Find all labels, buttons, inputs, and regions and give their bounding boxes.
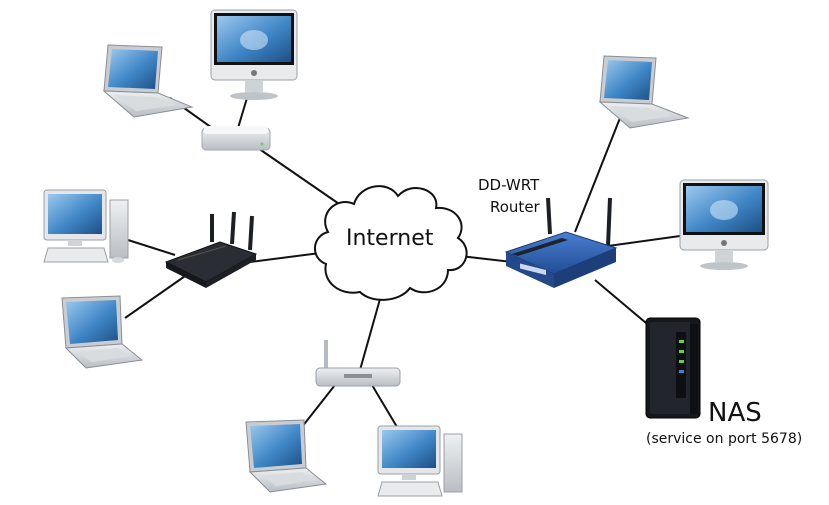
link-linksys-nas bbox=[594, 279, 653, 329]
link-internet-linksys bbox=[459, 255, 513, 263]
nas-service-label: (service on port 5678) bbox=[646, 431, 803, 447]
link-ap-desktop bbox=[371, 384, 401, 433]
desktop-pc-icon bbox=[377, 425, 463, 497]
link-internet-ap bbox=[359, 291, 383, 371]
nas-icon bbox=[645, 317, 701, 419]
imac-icon bbox=[210, 9, 298, 100]
airport-base-station-icon bbox=[201, 126, 271, 151]
link-laptop-router bbox=[124, 273, 189, 319]
connection-lines bbox=[124, 97, 681, 433]
linksys-router-icon bbox=[504, 197, 618, 288]
laptop-icon bbox=[598, 55, 690, 129]
wireless-router-icon bbox=[164, 211, 258, 288]
link-linksys-imac bbox=[607, 235, 681, 247]
ddwrt-label: DD-WRT bbox=[478, 176, 540, 194]
link-desktop-router bbox=[127, 239, 176, 256]
imac-icon bbox=[679, 179, 769, 270]
link-linksys-laptop bbox=[574, 117, 621, 233]
cloud-icon bbox=[314, 185, 468, 301]
laptop-icon bbox=[61, 295, 144, 369]
laptop-icon bbox=[245, 419, 328, 493]
router-label: Router bbox=[490, 198, 540, 216]
nas-label: NAS bbox=[708, 398, 762, 428]
desktop-pc-icon bbox=[43, 189, 129, 263]
link-airport-internet bbox=[254, 145, 346, 209]
access-point-icon bbox=[315, 340, 401, 387]
link-imac-airport bbox=[237, 97, 248, 129]
laptop-icon bbox=[102, 44, 194, 118]
internet-label: Internet bbox=[346, 226, 434, 251]
